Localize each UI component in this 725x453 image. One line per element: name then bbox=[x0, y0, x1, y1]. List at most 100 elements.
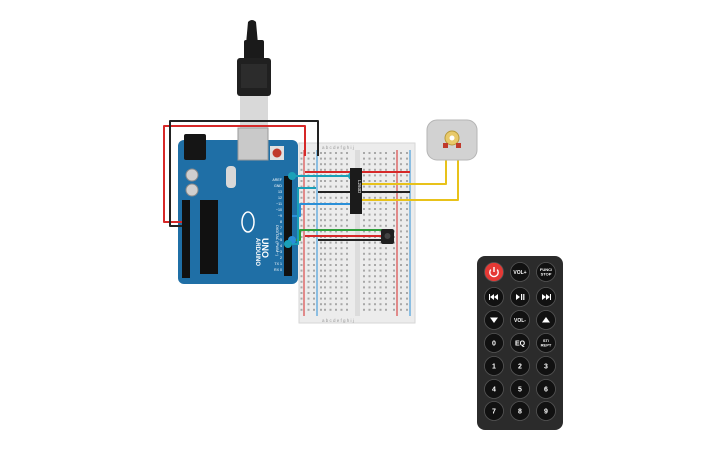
breadboard-hole bbox=[400, 208, 402, 210]
breadboard-hole bbox=[329, 213, 332, 216]
breadboard-hole bbox=[400, 174, 402, 177]
breadboard-hole bbox=[385, 185, 387, 188]
breadboard-hole bbox=[385, 213, 387, 216]
breadboard-hole bbox=[300, 196, 303, 199]
remote-button-four[interactable]: 4 bbox=[484, 379, 504, 399]
breadboard-hole bbox=[393, 202, 395, 205]
breadboard-hole bbox=[385, 308, 387, 311]
breadboard-hole bbox=[393, 308, 395, 311]
breadboard-hole bbox=[300, 213, 303, 216]
remote-button-vol-up[interactable]: VOL+ bbox=[510, 262, 530, 282]
breadboard-hole bbox=[346, 269, 348, 272]
breadboard-hole bbox=[363, 230, 365, 233]
breadboard-hole bbox=[368, 258, 371, 261]
breadboard-hole bbox=[406, 247, 408, 250]
remote-button-label: 1 bbox=[492, 364, 496, 371]
header-pin-label: ~3 bbox=[278, 250, 282, 254]
wire-yellow-motor-2[interactable] bbox=[360, 148, 459, 201]
breadboard-hole bbox=[363, 252, 365, 255]
remote-button-zero[interactable]: 0 bbox=[484, 333, 504, 353]
breadboard-hole bbox=[335, 168, 337, 171]
remote-button-three[interactable]: 3 bbox=[536, 356, 556, 376]
remote-button-nine[interactable]: 9 bbox=[536, 401, 556, 421]
breadboard-hole bbox=[374, 303, 376, 306]
wire-blue-pin-b[interactable] bbox=[292, 203, 352, 217]
breadboard-hole bbox=[368, 202, 371, 205]
arduino-uno-board[interactable]: ARDUINO UNO DIGITAL (PWM~) AREFGND1312~1… bbox=[178, 127, 298, 284]
breadboard-hole bbox=[400, 252, 402, 255]
breadboard-hole bbox=[406, 185, 408, 188]
breadboard-hole bbox=[379, 297, 382, 300]
wires[interactable] bbox=[163, 120, 459, 245]
remote-button-play-pause[interactable] bbox=[510, 287, 530, 307]
breadboard-hole bbox=[346, 241, 348, 244]
breadboard-hole bbox=[307, 157, 310, 160]
remote-button-label: 6 bbox=[544, 387, 548, 394]
remote-button-func-stop[interactable]: FUNC/STOP bbox=[536, 262, 556, 282]
remote-button-down[interactable] bbox=[484, 310, 504, 330]
remote-button-fast-forward[interactable] bbox=[536, 287, 556, 307]
ir-receiver[interactable] bbox=[381, 229, 394, 244]
remote-button-label: VOL+ bbox=[513, 270, 526, 276]
breadboard-hole bbox=[313, 252, 315, 255]
breadboard-hole bbox=[313, 168, 315, 171]
breadboard-hole bbox=[300, 292, 303, 294]
breadboard-hole bbox=[374, 264, 376, 266]
breadboard-hole bbox=[313, 308, 315, 311]
breadboard-hole bbox=[307, 185, 310, 188]
breadboard-hole bbox=[400, 230, 402, 233]
remote-button-face bbox=[536, 262, 556, 282]
breadboard-hole bbox=[307, 297, 310, 300]
motor-terminal-2 bbox=[456, 143, 461, 148]
breadboard-hole bbox=[307, 224, 310, 227]
remote-button-vol-down[interactable]: VOL- bbox=[510, 310, 530, 330]
breadboard-hole bbox=[324, 286, 326, 289]
header-pin-label: ~6 bbox=[278, 232, 282, 236]
motor-driver-chip[interactable]: L293D bbox=[350, 168, 362, 214]
arduino-model-text: UNO bbox=[260, 238, 270, 258]
breadboard-hole bbox=[368, 157, 371, 160]
remote-button-two[interactable]: 2 bbox=[510, 356, 530, 376]
remote-button-st-rept[interactable]: ST/REPT bbox=[536, 333, 556, 353]
remote-button-face bbox=[484, 379, 504, 399]
reset-button[interactable] bbox=[272, 148, 282, 158]
breadboard-hole bbox=[335, 275, 337, 278]
remote-button-eq[interactable]: EQ bbox=[510, 333, 530, 353]
remote-button-up[interactable] bbox=[536, 310, 556, 330]
wire-teal-pin-c[interactable] bbox=[292, 187, 316, 245]
wire-black-gnd[interactable] bbox=[169, 120, 319, 227]
breadboard-hole bbox=[307, 180, 310, 182]
breadboard-hole bbox=[379, 264, 382, 266]
breadboard-hole bbox=[329, 196, 332, 199]
remote-button-five[interactable]: 5 bbox=[510, 379, 530, 399]
breadboard-hole bbox=[374, 174, 376, 177]
breadboard-hole bbox=[393, 219, 395, 222]
breadboard-hole bbox=[393, 174, 395, 177]
remote-button-one[interactable]: 1 bbox=[484, 356, 504, 376]
breadboard-hole bbox=[385, 297, 387, 300]
breadboard-hole bbox=[368, 241, 371, 244]
remote-button-eight[interactable]: 8 bbox=[510, 401, 530, 421]
breadboard-hole bbox=[300, 252, 303, 255]
usb-cable[interactable] bbox=[237, 20, 271, 128]
breadboard-hole bbox=[340, 213, 343, 216]
capacitor-1 bbox=[185, 168, 199, 182]
breadboard-hole bbox=[307, 275, 310, 278]
breadboard-hole bbox=[320, 269, 322, 272]
header-pin-label: 2 bbox=[280, 256, 282, 260]
breadboard-hole bbox=[335, 308, 337, 311]
header-pin-label: ~11 bbox=[276, 202, 282, 206]
remote-button-seven[interactable]: 7 bbox=[484, 401, 504, 421]
dc-motor[interactable] bbox=[426, 119, 478, 161]
breadboard-hole bbox=[329, 252, 332, 255]
remote-button-label: EQ bbox=[515, 341, 526, 348]
remote-button-six[interactable]: 6 bbox=[536, 379, 556, 399]
breadboard-hole bbox=[385, 157, 387, 160]
arduino-logo-text: ARDUINO bbox=[254, 238, 260, 266]
remote-button-rewind[interactable] bbox=[484, 287, 504, 307]
remote-button-power[interactable] bbox=[484, 262, 504, 282]
